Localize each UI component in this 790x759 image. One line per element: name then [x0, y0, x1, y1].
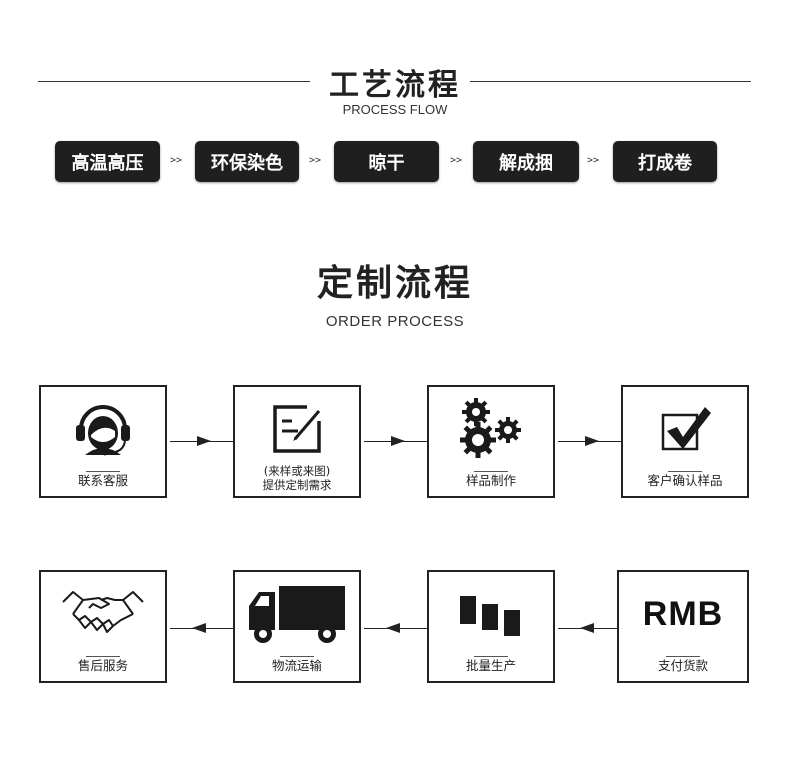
craft-step-label: 环保染色 [211, 152, 283, 174]
order-step-label: 客户确认样品 [647, 473, 723, 488]
rmb-text: RMB [642, 594, 724, 633]
order-process-title: 定制流程 [316, 263, 473, 304]
double-arrow-icon: >> [170, 155, 183, 166]
arrow-left-icon [580, 623, 594, 633]
craft-process-subtitle: PROCESS FLOW [342, 102, 448, 117]
label-underline [668, 471, 702, 472]
order-step-after-sales: 售后服务 [39, 570, 167, 683]
double-arrow-icon: >> [450, 155, 463, 166]
craft-step-4: 解成捆 [473, 141, 579, 182]
title-rule-left [38, 81, 310, 82]
title-rule-right [470, 81, 751, 82]
order-step-label: 支付货款 [657, 658, 708, 673]
handshake-icon [41, 580, 165, 648]
label-underline [666, 656, 700, 657]
craft-step-2: 环保染色 [195, 141, 299, 182]
arrow-left-icon [386, 623, 400, 633]
truck-icon [235, 580, 359, 648]
order-step-label: 样品制作 [465, 473, 516, 488]
arrow-left-icon [192, 623, 206, 633]
edit-document-icon [235, 395, 359, 463]
craft-step-label: 晾干 [368, 152, 405, 174]
order-step-label: (来样或来图) 提供定制需求 [235, 464, 359, 492]
order-step-label-main: 提供定制需求 [262, 478, 332, 492]
craft-step-1: 高温高压 [55, 141, 160, 182]
arrow-right-icon [197, 436, 211, 446]
order-step-label: 批量生产 [465, 658, 516, 673]
order-step-payment: RMB 支付货款 [617, 570, 749, 683]
order-step-mass-production: 批量生产 [427, 570, 555, 683]
label-underline [474, 471, 508, 472]
craft-step-3: 晾干 [334, 141, 439, 182]
craft-step-label: 打成卷 [638, 152, 692, 174]
order-step-confirm-sample: 客户确认样品 [621, 385, 749, 498]
order-step-label: 物流运输 [271, 658, 322, 673]
double-arrow-icon: >> [309, 155, 322, 166]
arrow-right-icon [391, 436, 405, 446]
craft-step-label: 高温高压 [71, 152, 144, 174]
label-underline [280, 656, 314, 657]
gears-icon [429, 395, 553, 463]
label-underline [86, 471, 120, 472]
order-step-sample-production: 样品制作 [427, 385, 555, 498]
arrow-right-icon [585, 436, 599, 446]
production-bars-icon [429, 580, 553, 648]
craft-step-5: 打成卷 [613, 141, 717, 182]
order-step-logistics: 物流运输 [233, 570, 361, 683]
order-step-contact-support: 联系客服 [39, 385, 167, 498]
checkbox-check-icon [623, 395, 747, 463]
order-step-label: 联系客服 [77, 473, 128, 488]
order-process-subtitle: ORDER PROCESS [325, 313, 465, 330]
label-underline [86, 656, 120, 657]
double-arrow-icon: >> [587, 155, 600, 166]
order-step-label: 售后服务 [77, 658, 128, 673]
rmb-text-icon: RMB [619, 580, 747, 648]
headset-support-icon [41, 395, 165, 463]
order-step-label-note: (来样或来图) [263, 464, 331, 478]
craft-step-label: 解成捆 [499, 152, 553, 174]
order-step-requirements: (来样或来图) 提供定制需求 [233, 385, 361, 498]
label-underline [474, 656, 508, 657]
craft-process-title: 工艺流程 [329, 68, 461, 103]
